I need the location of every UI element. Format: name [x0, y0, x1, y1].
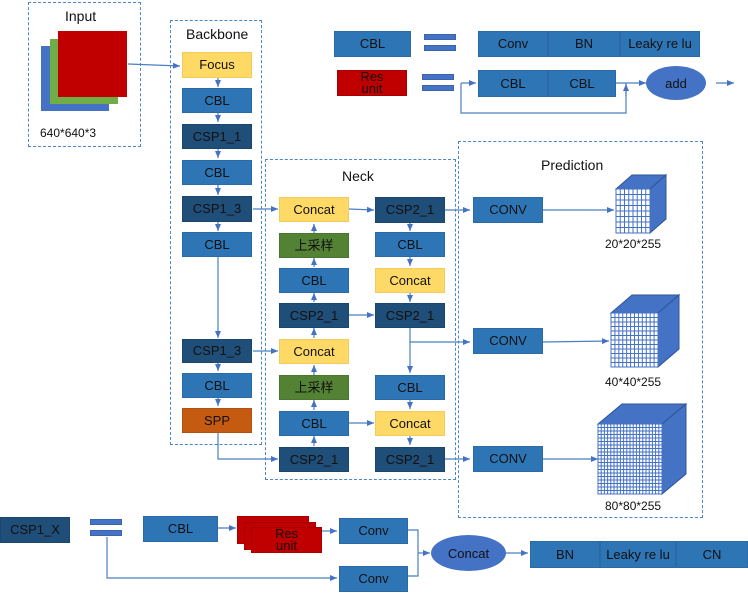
equals-icon-bottom — [424, 45, 456, 51]
neck-left-csp2-1-b[interactable]: CSP2_1 — [279, 447, 349, 472]
legend-res-unit-line1: Res — [360, 69, 384, 84]
output-cube-80 — [596, 402, 688, 496]
backbone-cbl-4[interactable]: CBL — [182, 373, 252, 398]
output-cube-20 — [614, 173, 668, 235]
backbone-section — [170, 20, 262, 445]
prediction-conv-2[interactable]: CONV — [473, 328, 543, 354]
neck-right-csp2-1-a[interactable]: CSP2_1 — [375, 197, 445, 223]
prediction-conv-1[interactable]: CONV — [473, 197, 543, 223]
legend-cbl: CBL — [334, 31, 411, 57]
legend-res-cbl-2: CBL — [548, 70, 616, 97]
backbone-csp1-3-b[interactable]: CSP1_3 — [182, 339, 252, 363]
backbone-cbl-3[interactable]: CBL — [182, 232, 252, 257]
backbone-csp1-3-a[interactable]: CSP1_3 — [182, 196, 252, 222]
legend-csp1x-res-unit: Res unit — [251, 527, 322, 553]
neck-section — [265, 159, 456, 480]
equals-icon-top — [90, 519, 122, 525]
legend-res-cbl-1: CBL — [478, 70, 548, 97]
output-label-80: 80*80*255 — [605, 499, 662, 513]
neck-left-cbl-2[interactable]: CBL — [279, 411, 349, 436]
neck-right-concat-1[interactable]: Concat — [375, 268, 445, 293]
legend-cbl-bn: BN — [548, 31, 620, 57]
legend-csp1x-concat-node: Concat — [431, 535, 506, 571]
legend-csp1x: CSP1_X — [0, 517, 70, 543]
equals-icon-bottom — [90, 530, 122, 536]
output-label-20: 20*20*255 — [605, 237, 662, 251]
output-cube-40 — [609, 293, 681, 369]
backbone-cbl-2[interactable]: CBL — [182, 160, 252, 185]
neck-right-csp2-1-b[interactable]: CSP2_1 — [375, 303, 445, 328]
prediction-conv-3[interactable]: CONV — [473, 446, 543, 472]
neck-right-cbl-2[interactable]: CBL — [375, 375, 445, 400]
input-layer-red — [58, 31, 127, 97]
neck-title: Neck — [342, 168, 374, 184]
legend-add-node: add — [646, 66, 706, 100]
input-size-label: 640*640*3 — [40, 126, 97, 140]
equals-icon-top — [422, 74, 454, 80]
prediction-title: Prediction — [541, 157, 604, 173]
legend-csp1x-cn: CN — [676, 541, 748, 568]
legend-csp1x-cbl: CBL — [143, 516, 218, 542]
neck-left-concat-2[interactable]: Concat — [279, 339, 349, 364]
backbone-csp1-1[interactable]: CSP1_1 — [182, 124, 252, 149]
prediction-section — [458, 141, 703, 518]
legend-csp1x-conv-bottom: Conv — [339, 566, 408, 592]
legend-csp1x-conv-top: Conv — [339, 518, 408, 544]
equals-icon-top — [424, 34, 456, 40]
arrow-input-focus — [127, 62, 181, 69]
backbone-title: Backbone — [186, 26, 249, 42]
neck-left-upsample-2[interactable]: 上采样 — [279, 375, 349, 400]
backbone-spp[interactable]: SPP — [182, 408, 252, 433]
legend-cbl-conv: Conv — [478, 31, 548, 57]
output-label-40: 40*40*255 — [605, 375, 662, 389]
legend-csp1x-bn: BN — [530, 541, 600, 568]
legend-csp1x-leaky: Leaky re lu — [600, 541, 676, 568]
neck-right-csp2-1-c[interactable]: CSP2_1 — [375, 447, 445, 472]
neck-left-concat-1[interactable]: Concat — [279, 197, 349, 222]
neck-left-csp2-1-a[interactable]: CSP2_1 — [279, 303, 349, 328]
legend-res-unit: Res unit — [337, 70, 407, 96]
legend-csp1x-res-line2: unit — [276, 538, 297, 553]
neck-right-concat-2[interactable]: Concat — [375, 411, 445, 436]
backbone-focus[interactable]: Focus — [182, 52, 252, 78]
legend-cbl-leaky: Leaky re lu — [620, 31, 700, 57]
input-section — [28, 2, 141, 147]
neck-right-cbl-1[interactable]: CBL — [375, 232, 445, 257]
equals-icon-bottom — [422, 85, 454, 91]
backbone-cbl-1[interactable]: CBL — [182, 88, 252, 113]
neck-left-cbl-1[interactable]: CBL — [279, 268, 349, 293]
input-title: Input — [65, 8, 97, 24]
legend-res-unit-line2: unit — [361, 81, 383, 96]
neck-left-upsample-1[interactable]: 上采样 — [279, 233, 349, 258]
legend-csp1x-res-line1: Res — [274, 526, 299, 541]
